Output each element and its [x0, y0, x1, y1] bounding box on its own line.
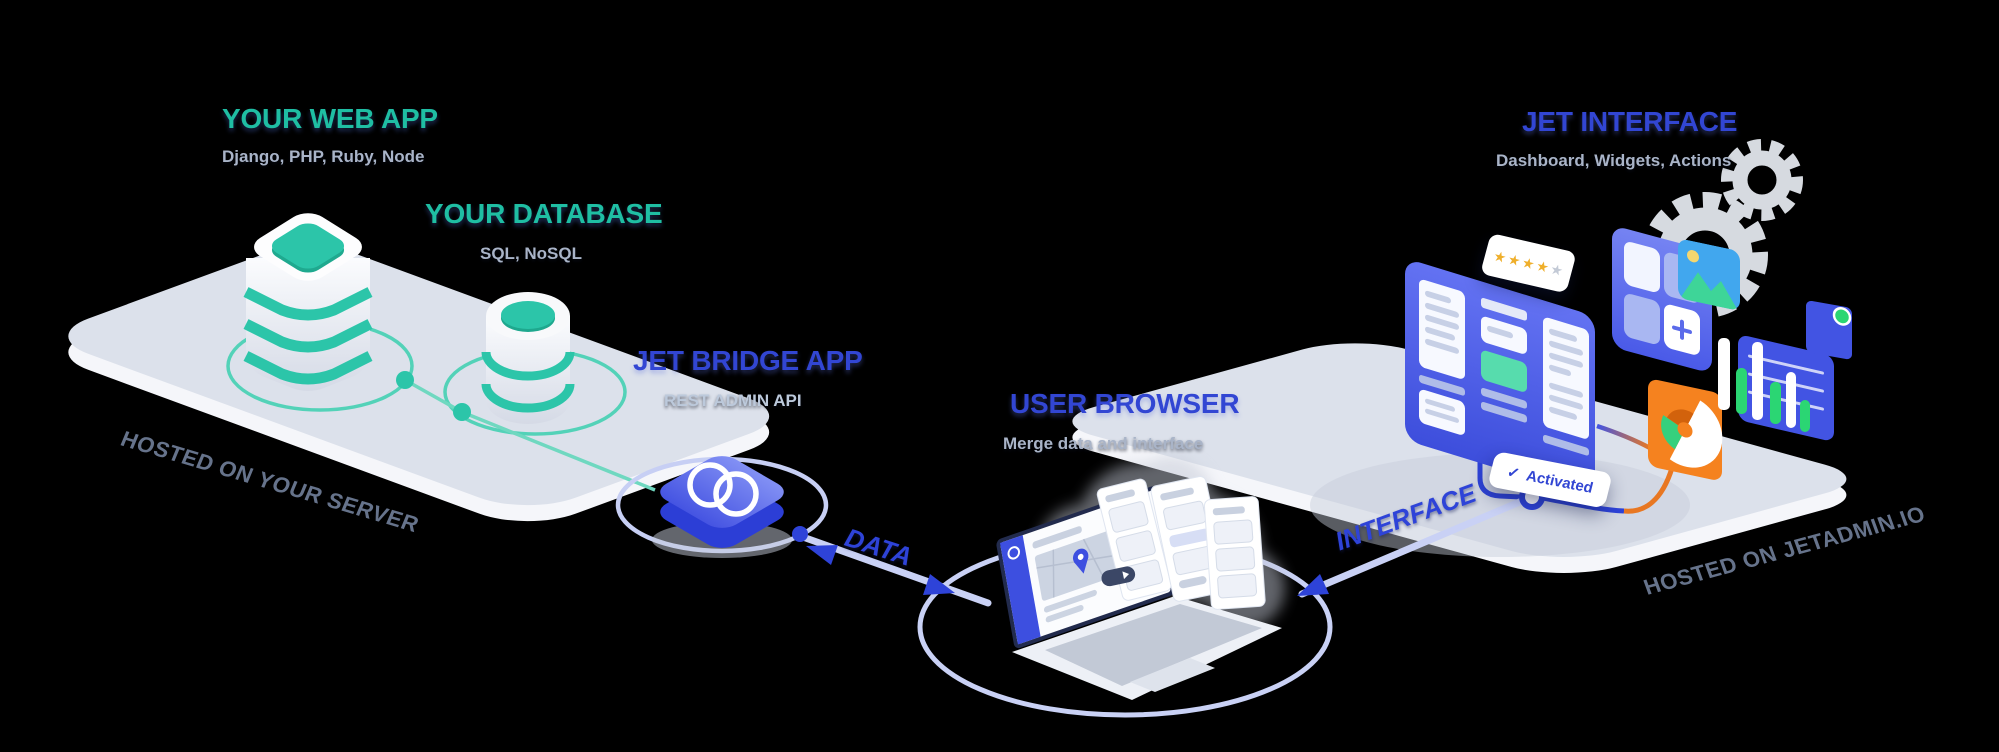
rating-stars: ★★★★★	[1492, 247, 1565, 279]
plus-icon	[1672, 319, 1692, 340]
user-browser-title: USER BROWSER	[1010, 388, 1240, 419]
star-icon: ★	[1548, 260, 1566, 279]
location-pin-icon	[1072, 548, 1089, 574]
pie-chart-panel	[1648, 379, 1723, 480]
link-icon	[687, 462, 759, 517]
right-connector-lines	[1477, 408, 1675, 514]
web-app-stack-icon	[243, 213, 373, 391]
data-arrow	[792, 526, 992, 607]
web-app-subtitle: Django, PHP, Ruby, Node	[222, 147, 425, 166]
bar-chart-panel	[1718, 336, 1834, 441]
web-app-title: YOUR WEB APP	[222, 103, 438, 134]
notification-square-icon	[1806, 300, 1852, 360]
bar-chart-icon	[1718, 338, 1810, 432]
floating-panel	[1096, 478, 1172, 601]
jet-bridge-tile-icon	[615, 456, 829, 558]
chip	[1101, 566, 1136, 587]
database-icon	[481, 292, 575, 424]
jet-interface-title: JET INTERFACE	[1522, 106, 1738, 137]
user-browser-laptop-icon	[917, 456, 1333, 718]
image-tile-icon	[1678, 238, 1740, 312]
floating-panel	[1203, 496, 1266, 610]
database-subtitle: SQL, NoSQL	[480, 244, 582, 263]
jet-bridge-subtitle: REST ADMIN API	[664, 391, 802, 410]
jet-bridge-title: JET BRIDGE APP	[633, 345, 863, 376]
pie-chart-icon	[1661, 400, 1723, 468]
kanban-board	[1405, 262, 1595, 494]
left-platform	[68, 247, 770, 522]
activated-badge-label: Activated	[1524, 467, 1595, 497]
jet-interface-subtitle: Dashboard, Widgets, Actions	[1496, 151, 1732, 170]
checkmark-icon: ✓	[1505, 463, 1522, 483]
user-browser-subtitle: Merge data and interface	[1003, 434, 1204, 453]
database-title: YOUR DATABASE	[425, 198, 663, 229]
